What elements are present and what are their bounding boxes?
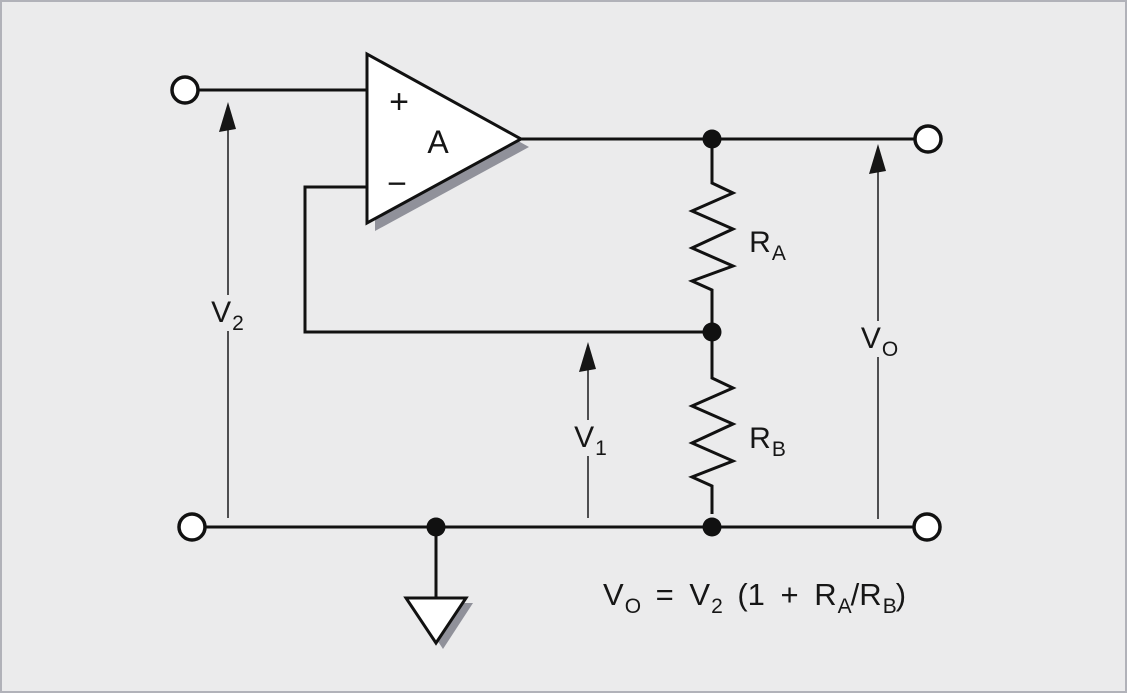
resistor-ra-label: RA xyxy=(749,226,786,265)
wire-feedback xyxy=(303,185,712,334)
gain-equation: VO = V2 (1 + RA/RB) xyxy=(603,577,907,617)
v2-arrow-head-icon xyxy=(219,102,236,132)
ra-main: R xyxy=(749,226,771,259)
eq-lhs: V xyxy=(603,577,624,612)
eq-lhs-sub: O xyxy=(624,595,642,618)
terminal-bottom-left xyxy=(177,512,207,542)
vo-arrow-head-icon xyxy=(869,144,886,174)
v1-sub: 1 xyxy=(595,437,607,460)
v1-main: V xyxy=(574,421,595,454)
junction-feedback-node xyxy=(702,322,722,342)
eq-equals: = xyxy=(640,577,690,612)
eq-v2: V xyxy=(689,577,711,612)
eq-ra-sub: A xyxy=(837,595,852,618)
junction-output-node xyxy=(702,129,722,149)
terminal-input-top-left xyxy=(170,75,200,105)
resistor-rb-label: RB xyxy=(749,422,786,461)
eq-ra: R xyxy=(814,577,837,612)
eq-open: (1 + xyxy=(721,577,815,612)
rb-main: R xyxy=(749,422,771,455)
eq-rb: R xyxy=(859,577,882,612)
resistor-ra-zigzag xyxy=(688,148,738,323)
resistor-rb-zigzag xyxy=(688,341,737,514)
v1-label: V1 xyxy=(572,420,608,459)
eq-close: ) xyxy=(895,577,907,612)
vo-label: VO xyxy=(858,321,900,360)
opamp-triangle-icon xyxy=(365,51,525,226)
junction-bottom-node xyxy=(702,517,722,537)
opamp-minus-sign: − xyxy=(387,165,407,203)
v2-label: V2 xyxy=(209,295,245,334)
v2-sub: 2 xyxy=(232,312,244,335)
junction-ground-node xyxy=(426,517,446,537)
eq-v2-sub: 2 xyxy=(711,595,723,618)
v2-main: V xyxy=(211,296,232,329)
terminal-bottom-right xyxy=(912,512,942,542)
v1-arrow-head-icon xyxy=(579,342,596,372)
opamp-plus-sign: + xyxy=(389,83,409,121)
rb-sub: B xyxy=(771,438,786,461)
ra-sub: A xyxy=(771,242,786,265)
opamp-gain-label: A xyxy=(427,124,449,160)
eq-slash: / xyxy=(850,577,860,612)
eq-rb-sub: B xyxy=(882,595,897,618)
vo-sub: O xyxy=(881,338,899,361)
terminal-output-top-right xyxy=(913,124,943,154)
vo-main: V xyxy=(860,322,881,355)
ground-triangle-icon xyxy=(403,596,469,646)
